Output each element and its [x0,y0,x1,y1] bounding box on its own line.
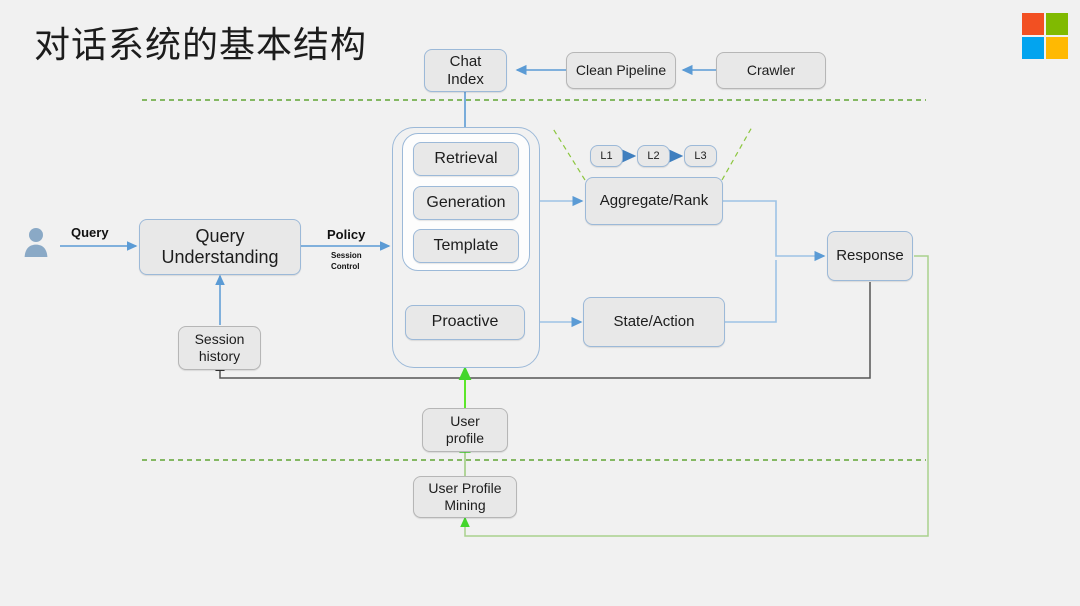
node-query-understanding-line2: Understanding [161,247,279,267]
edge-label-session-control-line2: Control [331,262,360,271]
node-user-profile[interactable]: User profile [422,408,508,452]
node-response-label: Response [836,247,904,265]
page-title: 对话系统的基本结构 [34,24,368,65]
logo-square-blue [1022,37,1044,59]
node-clean-pipeline-label: Clean Pipeline [575,62,667,79]
node-generation-label: Generation [426,193,506,211]
node-chat-index-line1: Chat [449,52,482,70]
logo-square-green [1046,13,1068,35]
node-l3-label: L3 [694,149,707,162]
arrow-aggregate-rank-to-response [723,200,826,262]
logo-square-yellow [1046,37,1068,59]
edge-label-session-control-line1: Session [331,251,362,260]
node-response[interactable]: Response [827,231,913,281]
node-l3[interactable]: L3 [684,145,717,167]
arrow-state-action-to-response [725,260,777,323]
user-icon [22,226,50,258]
edge-label-policy: Policy [327,227,366,242]
dashed-fan-right [721,126,753,181]
node-session-history-line1: Session [194,331,245,348]
node-l1-label: L1 [600,149,613,162]
node-generation[interactable]: Generation [413,186,519,220]
node-user-profile-mining-line2: Mining [444,497,486,513]
node-user-profile-mining-line1: User Profile [428,480,502,497]
node-user-profile-mining[interactable]: User Profile Mining [413,476,517,518]
node-l2[interactable]: L2 [637,145,670,167]
logo-square-orange [1022,13,1044,35]
node-state-action-label: State/Action [613,313,695,331]
node-retrieval-label: Retrieval [434,149,498,167]
node-state-action[interactable]: State/Action [583,297,725,347]
node-l1[interactable]: L1 [590,145,623,167]
node-chat-index[interactable]: Chat Index [424,49,507,92]
node-l2-label: L2 [647,149,660,162]
node-retrieval[interactable]: Retrieval [413,142,519,176]
node-query-understanding[interactable]: Query Understanding [139,219,301,275]
node-crawler-label: Crawler [746,62,796,79]
node-session-history[interactable]: Session history [178,326,261,370]
node-aggregate-rank-label: Aggregate/Rank [599,192,709,210]
node-session-history-line2: history [198,348,241,364]
edge-label-query: Query [71,225,109,240]
node-aggregate-rank[interactable]: Aggregate/Rank [585,177,723,225]
node-clean-pipeline[interactable]: Clean Pipeline [566,52,676,89]
node-user-profile-line1: User [450,413,480,430]
node-proactive[interactable]: Proactive [405,305,525,340]
node-proactive-label: Proactive [431,313,499,331]
arrow-response-to-session-history [215,282,871,379]
node-template-label: Template [433,236,499,254]
node-crawler[interactable]: Crawler [716,52,826,89]
node-query-understanding-line1: Query [195,225,245,246]
node-chat-index-line2: Index [447,70,484,88]
node-template[interactable]: Template [413,229,519,263]
microsoft-logo [1022,13,1070,61]
dashed-fan-left [551,126,586,181]
node-user-profile-line2: profile [445,430,485,446]
